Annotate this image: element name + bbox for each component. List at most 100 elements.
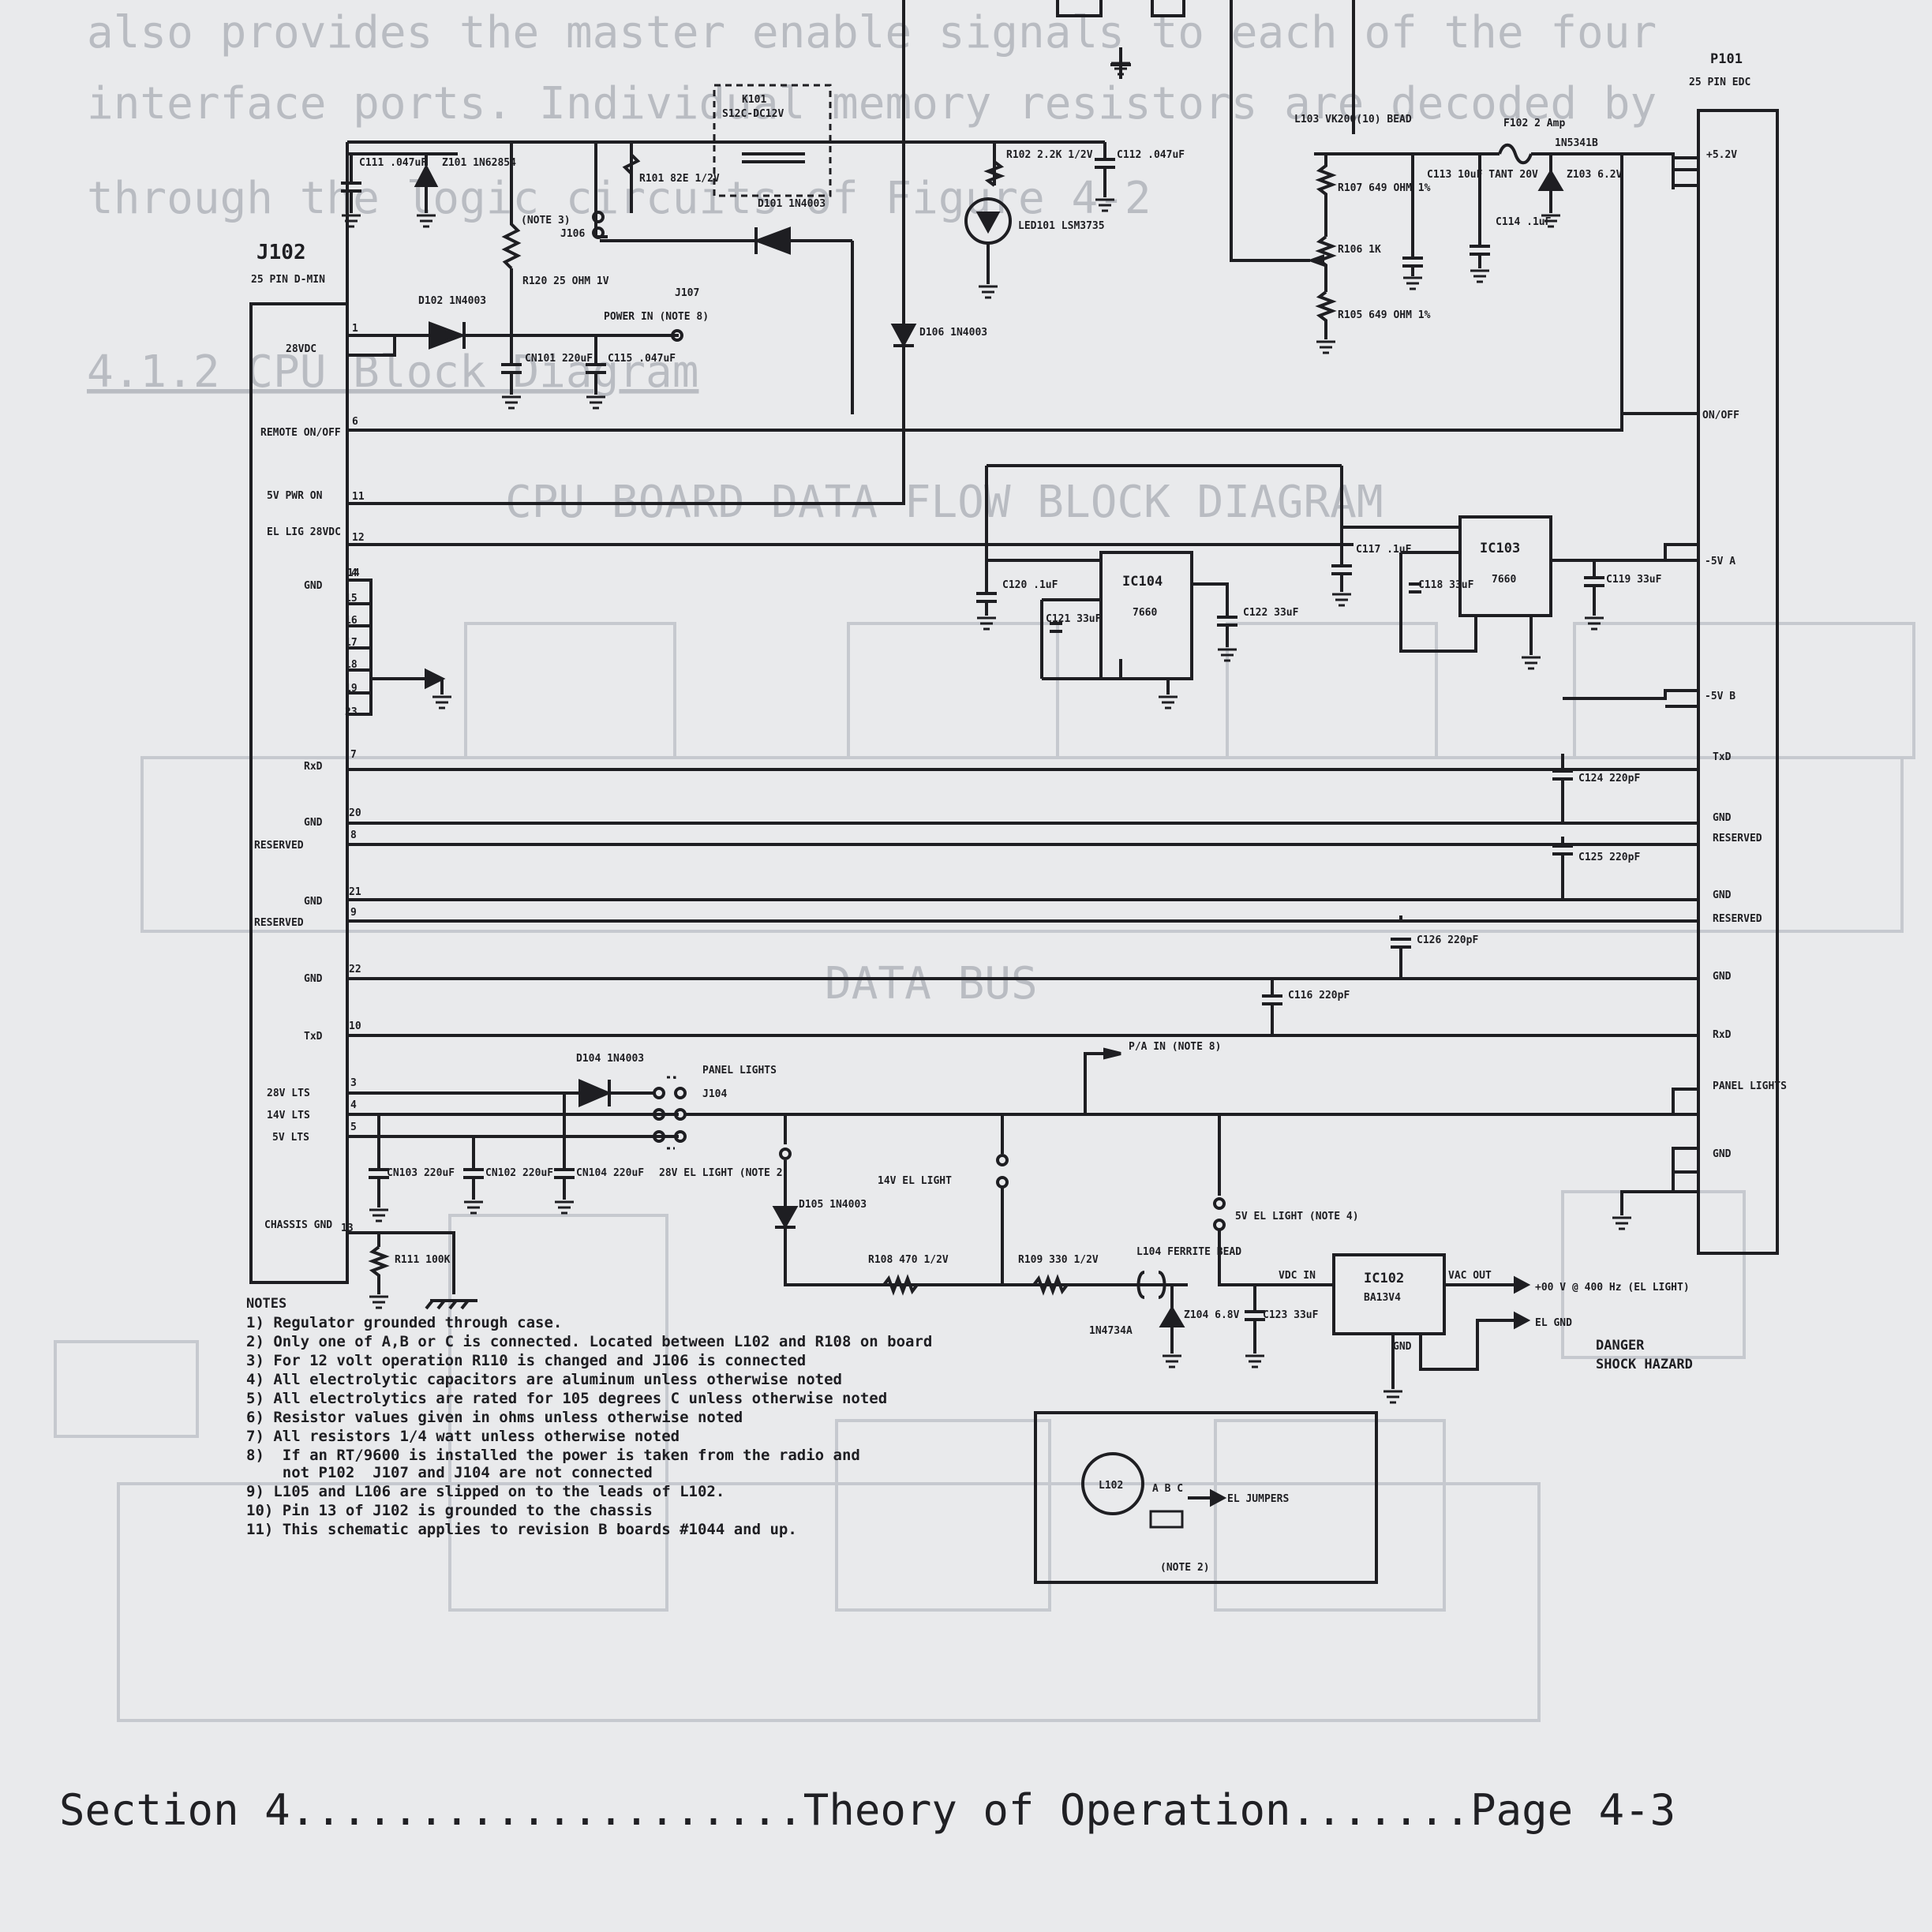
r102-resistor	[983, 160, 1005, 187]
p101-pin-label: GND	[1713, 1148, 1732, 1160]
cn101-label: CN101 220uF	[525, 353, 593, 365]
j102-pin-label: EL LIG 28VDC	[267, 526, 341, 538]
c117-capacitor	[1331, 541, 1352, 592]
ic104-value: 7660	[1133, 607, 1157, 619]
f102-fuse	[1498, 143, 1533, 165]
c111-capacitor	[341, 154, 361, 213]
vac-out-value: +00 V @ 400 Hz (EL LIGHT)	[1535, 1282, 1690, 1294]
j102-pin-17: 17	[345, 637, 358, 649]
d104-diode	[578, 1078, 612, 1108]
p101-connector-body	[1697, 109, 1779, 1255]
lights-section	[346, 1047, 1697, 1404]
ground-symbol	[1095, 198, 1114, 212]
ic102-label: IC102	[1364, 1271, 1404, 1286]
wire-panel-lights	[685, 1052, 1697, 1116]
pa-in-label: P/A IN (NOTE 8)	[1129, 1041, 1221, 1053]
j104-terminal[interactable]	[653, 1130, 665, 1143]
z102-label: 1N5341B	[1555, 137, 1598, 149]
jumper-abc-label: A B C	[1152, 1483, 1183, 1495]
j106-label: J106	[560, 228, 585, 240]
j104-terminal[interactable]	[674, 1108, 687, 1121]
ground-symbol	[979, 285, 998, 299]
cn101-capacitor	[501, 335, 522, 395]
c121-capacitor	[1050, 622, 1062, 633]
j102-pin-label: 5V PWR ON	[267, 490, 323, 502]
cn102-capacitor	[463, 1136, 484, 1200]
el14-jumper[interactable]	[996, 1176, 1009, 1189]
el14-label: 14V EL LIGHT	[878, 1175, 952, 1187]
j102-pin-number: 20	[349, 807, 361, 819]
notes-block: NOTES 1) Regulator grounded through case…	[246, 1296, 932, 1538]
c114-label: C114 .1uF	[1496, 216, 1552, 228]
p101-pin-labels: +5.2V ON/OFF -5V A -5V B TxD GND RESERVE…	[1702, 149, 1787, 1160]
j102-pin-label: CHASSIS GND	[264, 1219, 332, 1231]
d105-label: D105 1N4003	[799, 1199, 867, 1211]
inset-note2-label: (NOTE 2)	[1160, 1562, 1210, 1574]
p101-pin-label: RESERVED	[1713, 833, 1762, 844]
c116-capacitor	[1262, 979, 1282, 1035]
vdc-in-label: VDC IN	[1279, 1270, 1316, 1282]
d102-diode	[429, 321, 466, 350]
c112-capacitor	[994, 140, 1115, 197]
p101-pin-label: ON/OFF	[1702, 410, 1739, 421]
ic104-label: IC104	[1122, 574, 1163, 590]
el5-jumper[interactable]	[1213, 1197, 1226, 1210]
ground-symbol	[1403, 276, 1422, 290]
r111-resistor	[368, 1245, 390, 1294]
wire-chassis-gnd	[347, 1231, 455, 1294]
z104-label: Z104 6.8V	[1184, 1309, 1240, 1321]
c119-label: C119 33uF	[1606, 574, 1662, 586]
ground-symbol	[342, 214, 361, 228]
j102-pin-number: 11	[352, 491, 365, 503]
note-item: 6) Resistor values given in ohms unless …	[246, 1409, 743, 1426]
wire-remote-on-off	[347, 412, 1697, 432]
ground-symbol	[1541, 214, 1560, 228]
j104-terminal[interactable]	[653, 1087, 665, 1099]
p101-desc: 25 PIN EDC	[1689, 77, 1750, 88]
el5-jumper[interactable]	[1213, 1219, 1226, 1231]
k101-coil	[742, 152, 805, 163]
p101-pin-label: -5V A	[1705, 556, 1735, 567]
c126-capacitor	[1391, 915, 1411, 979]
l104-ferrite	[1136, 1271, 1166, 1299]
wire-rail-2	[346, 152, 458, 304]
ground-symbol	[1522, 656, 1541, 670]
el28-label: 28V EL LIGHT (NOTE 2)	[659, 1167, 788, 1179]
vac-out-label: VAC OUT	[1448, 1270, 1492, 1282]
j106-terminal[interactable]	[592, 211, 605, 223]
j106-terminal[interactable]	[592, 227, 605, 239]
c120-label: C120 .1uF	[1002, 579, 1058, 591]
el28-jumper[interactable]	[779, 1148, 792, 1160]
c122-capacitor	[1192, 582, 1237, 647]
d106-diode	[890, 324, 917, 348]
j102-pin-label: 5V LTS	[272, 1132, 309, 1144]
note-item: 4) All electrolytic capacitors are alumi…	[246, 1371, 842, 1388]
c118-capacitor	[1409, 582, 1421, 593]
ground-symbol	[977, 616, 996, 631]
ground-symbol	[1612, 1216, 1631, 1230]
wire-lts	[346, 1091, 679, 1138]
power-in-label: POWER IN (NOTE 8)	[604, 311, 709, 323]
j104-terminal[interactable]	[674, 1087, 687, 1099]
ic102-value: BA13V4	[1364, 1292, 1401, 1304]
c123-capacitor	[1245, 1285, 1265, 1354]
wire-28vdc	[347, 334, 396, 357]
d101-label: D101 1N4003	[758, 198, 826, 210]
c115-capacitor	[586, 335, 606, 395]
panel-lights-label: PANEL LIGHTS	[702, 1065, 777, 1076]
j102-pin-number: 1	[352, 323, 358, 335]
p101-pin-label: TxD	[1713, 751, 1732, 763]
j102-pin-label: GND	[304, 896, 323, 908]
ground-symbol	[464, 1200, 483, 1215]
j107-terminal[interactable]	[671, 329, 683, 342]
r109-resistor	[1032, 1274, 1069, 1296]
j102-pin-number: 7	[350, 749, 357, 761]
el14-jumper[interactable]	[996, 1154, 1009, 1166]
j104-terminal[interactable]	[674, 1130, 687, 1143]
c119-capacitor	[1584, 560, 1604, 616]
j104-terminal[interactable]	[653, 1108, 665, 1121]
wire-el-gnd	[1419, 1319, 1519, 1371]
wire-p101-gnd	[1620, 1147, 1697, 1215]
note-item: 2) Only one of A,B or C is connected. Lo…	[246, 1333, 932, 1350]
